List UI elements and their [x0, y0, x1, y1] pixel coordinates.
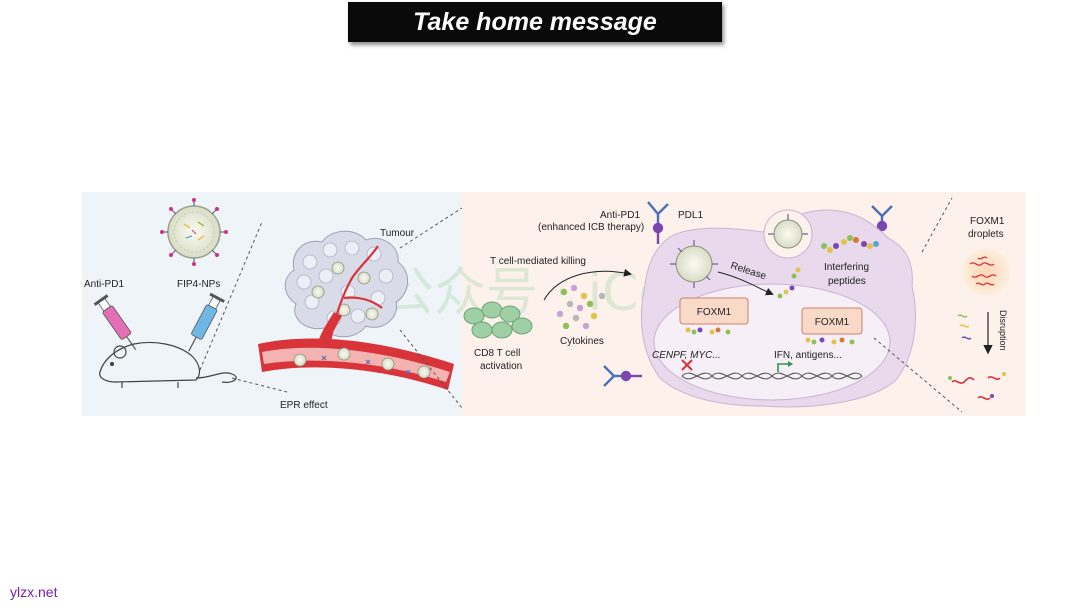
antibody-pdl1-icon — [647, 201, 669, 244]
foxm1-droplet-icon — [962, 248, 1010, 296]
label-tumour: Tumour — [380, 228, 415, 239]
zoom-line — [873, 337, 963, 413]
label-pdl1: PDL1 — [678, 210, 703, 221]
label-epr-effect: EPR effect — [280, 400, 328, 411]
nanoparticle-icon — [160, 198, 228, 266]
foxm1-box-left — [679, 297, 749, 325]
label-enhanced-icb: (enhanced ICB therapy) — [538, 222, 644, 233]
disruption-peptides-icon — [957, 314, 972, 340]
mouse-icon — [99, 341, 237, 388]
label-cytokines: Cytokines — [560, 336, 604, 347]
antibody-bottom-icon — [603, 365, 642, 387]
label-ifn-antigens: IFN, antigens... — [774, 350, 842, 361]
zoom-line — [921, 197, 953, 253]
killing-arrow — [543, 268, 632, 301]
bound-peptides-icon — [685, 327, 855, 345]
cytokines-icon — [556, 284, 606, 330]
activate-arrow-icon — [777, 363, 790, 372]
slide-title-bar: Take home message — [348, 2, 722, 42]
mechanism-figure: 公众号 · iComba Anti-PD1 FIP4-NPs — [82, 192, 1026, 416]
block-x-icon — [681, 359, 693, 371]
label-foxm1-left: FOXM1 — [697, 307, 732, 318]
foxm1-box-right — [801, 307, 863, 335]
cd8-t-cells-icon — [463, 301, 533, 339]
disrupted-peptides-icon — [948, 372, 1006, 398]
peptide-chain-icon — [777, 235, 879, 299]
nanoparticle-vesicle-icon — [768, 214, 808, 249]
label-anti-pd1-top: Anti-PD1 — [600, 210, 640, 221]
label-t-cell-killing: T cell-mediated killing — [490, 256, 586, 267]
label-cd8-1: CD8 T cell — [474, 348, 520, 359]
zoom-line — [399, 207, 463, 249]
syringe-pink-icon — [93, 294, 137, 351]
label-fip4-nps: FIP4-NPs — [177, 279, 220, 290]
syringe-blue-icon — [188, 292, 225, 352]
label-interfering-1: Interfering — [824, 262, 869, 273]
slide-title: Take home message — [413, 7, 657, 36]
footer-source: ylzx.net — [10, 584, 58, 600]
tumour-icon — [284, 230, 408, 343]
label-cd8-2: activation — [480, 361, 522, 372]
zoom-line — [399, 329, 463, 409]
dna-helix-icon — [681, 372, 863, 380]
label-cenpf-myc: CENPF, MYC... — [652, 350, 721, 361]
left-panel-bg — [82, 192, 462, 416]
label-interfering-2: peptides — [828, 276, 866, 287]
label-foxm1-droplets-2: droplets — [968, 229, 1004, 240]
release-arrow — [717, 271, 774, 296]
connector-line — [199, 221, 263, 371]
blood-vessel-icon — [258, 312, 454, 390]
mechanism-diagram: 公众号 · iComba Anti-PD1 FIP4-NPs — [82, 192, 1026, 416]
antibody-right-icon — [871, 205, 893, 232]
disrupted-foxm1-icon — [951, 376, 1001, 400]
label-foxm1-right: FOXM1 — [815, 317, 850, 328]
label-foxm1-droplets-1: FOXM1 — [970, 216, 1005, 227]
label-disruption: Disruption — [998, 310, 1008, 351]
label-anti-pd1-left: Anti-PD1 — [84, 279, 124, 290]
nanoparticle-cell-icon — [670, 240, 718, 288]
